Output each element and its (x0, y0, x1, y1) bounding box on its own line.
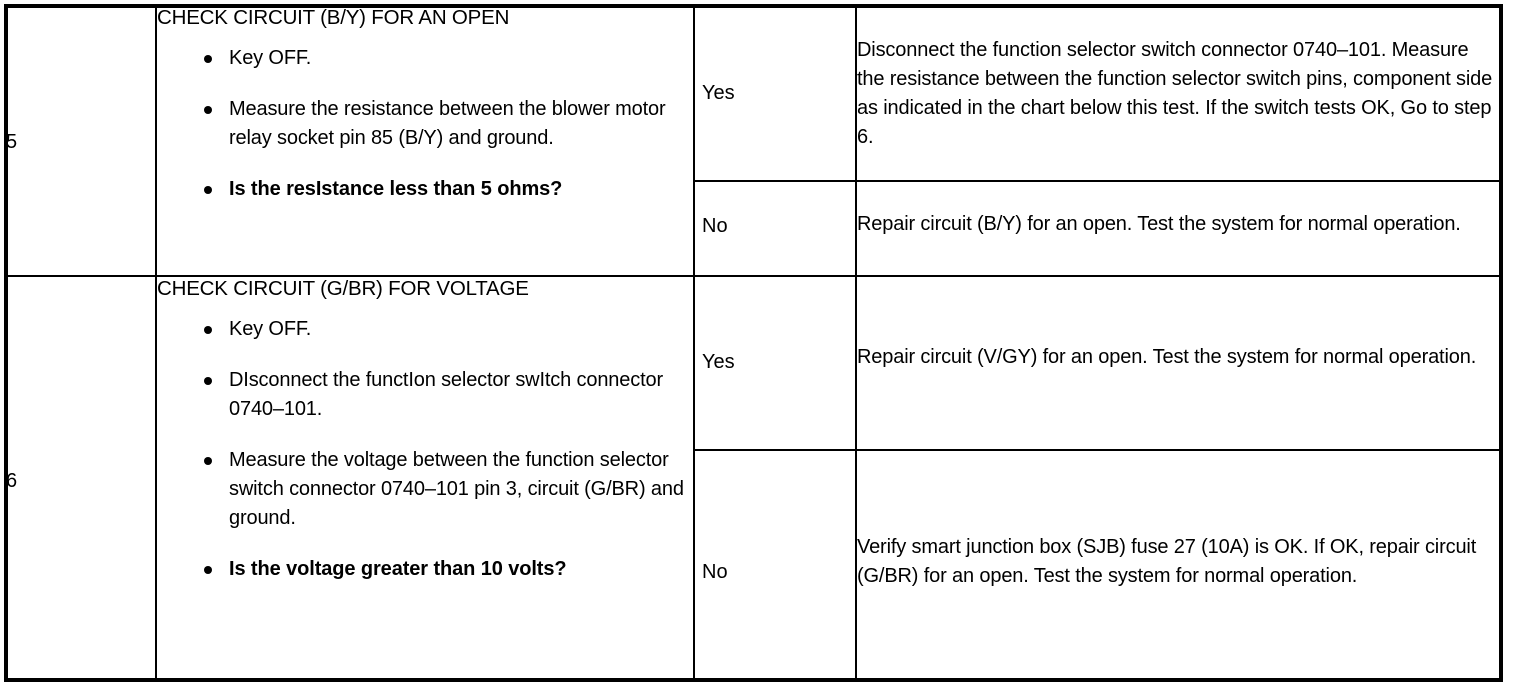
list-item-label: Key OFF. (229, 317, 312, 340)
table-row: 5 CHECK CIRCUIT (B/Y) FOR AN OPEN Key OF… (4, 4, 1503, 277)
result-label: No (702, 561, 728, 583)
bullet-icon (204, 377, 212, 386)
step-number-cell-6: 6 (4, 275, 157, 682)
bullet-icon (204, 106, 212, 115)
action-text: Repair circuit (B/Y) for an open. Test t… (857, 213, 1461, 235)
action-cell-6-no: Verify smart junction box (SJB) fuse 27 … (855, 449, 1503, 682)
list-item: DIsconnect the functIon selector swItch … (157, 366, 693, 424)
list-item-label: Is the voltage greater than 10 volts? (229, 557, 567, 580)
procedure-cell-5: CHECK CIRCUIT (B/Y) FOR AN OPEN Key OFF.… (155, 4, 695, 277)
table-row: No Verify smart junction box (SJB) fuse … (5, 449, 1503, 682)
list-item-label: DIsconnect the functIon selector swItch … (229, 368, 663, 420)
list-item: Key OFF. (157, 315, 693, 344)
list-item-question: Is the voltage greater than 10 volts? (157, 555, 693, 584)
list-item-label: Measure the voltage between the function… (229, 448, 684, 529)
procedure-title-5: CHECK CIRCUIT (B/Y) FOR AN OPEN (157, 6, 510, 29)
pinpoint-test-table: 5 CHECK CIRCUIT (B/Y) FOR AN OPEN Key OF… (4, 4, 1503, 682)
bullet-icon (204, 326, 212, 335)
action-text: Disconnect the function selector switch … (857, 39, 1493, 148)
procedure-cell-6: CHECK CIRCUIT (G/BR) FOR VOLTAGE Key OFF… (155, 275, 695, 682)
list-item: Key OFF. (157, 44, 693, 73)
list-item-label: Measure the resistance between the blowe… (229, 97, 666, 149)
action-cell-6-yes: Repair circuit (V/GY) for an open. Test … (855, 275, 1503, 451)
result-cell-5-no: No (693, 180, 857, 277)
procedure-title-6: CHECK CIRCUIT (G/BR) FOR VOLTAGE (157, 277, 529, 300)
result-label: No (702, 215, 728, 237)
list-item-label: Key OFF. (229, 46, 312, 69)
step-number-5: 5 (6, 131, 18, 153)
step-number-6: 6 (6, 470, 18, 492)
table-row: 6 CHECK CIRCUIT (G/BR) FOR VOLTAGE Key O… (4, 275, 1503, 682)
procedure-step-list-5: Key OFF. Measure the resistance between … (157, 44, 693, 204)
bullet-icon (204, 55, 212, 64)
list-item-question: Is the resIstance less than 5 ohms? (157, 175, 693, 204)
result-label: Yes (702, 82, 735, 104)
list-item: Measure the voltage between the function… (157, 446, 693, 533)
action-text: Verify smart junction box (SJB) fuse 27 … (857, 536, 1477, 587)
bullet-icon (204, 186, 212, 195)
bullet-icon (204, 457, 212, 466)
list-item: Measure the resistance between the blowe… (157, 95, 693, 153)
list-item-label: Is the resIstance less than 5 ohms? (229, 177, 563, 200)
action-cell-5-no: Repair circuit (B/Y) for an open. Test t… (855, 180, 1503, 277)
result-cell-6-yes: Yes (693, 275, 857, 451)
result-cell-6-no: No (693, 449, 857, 682)
result-cell-5-yes: Yes (693, 4, 857, 182)
result-label: Yes (702, 351, 735, 373)
action-text: Repair circuit (V/GY) for an open. Test … (857, 346, 1477, 368)
table-outer-border (4, 4, 1503, 682)
table-row: No Repair circuit (B/Y) for an open. Tes… (5, 180, 1503, 277)
bullet-icon (204, 566, 212, 575)
procedure-step-list-6: Key OFF. DIsconnect the functIon selecto… (157, 315, 693, 584)
